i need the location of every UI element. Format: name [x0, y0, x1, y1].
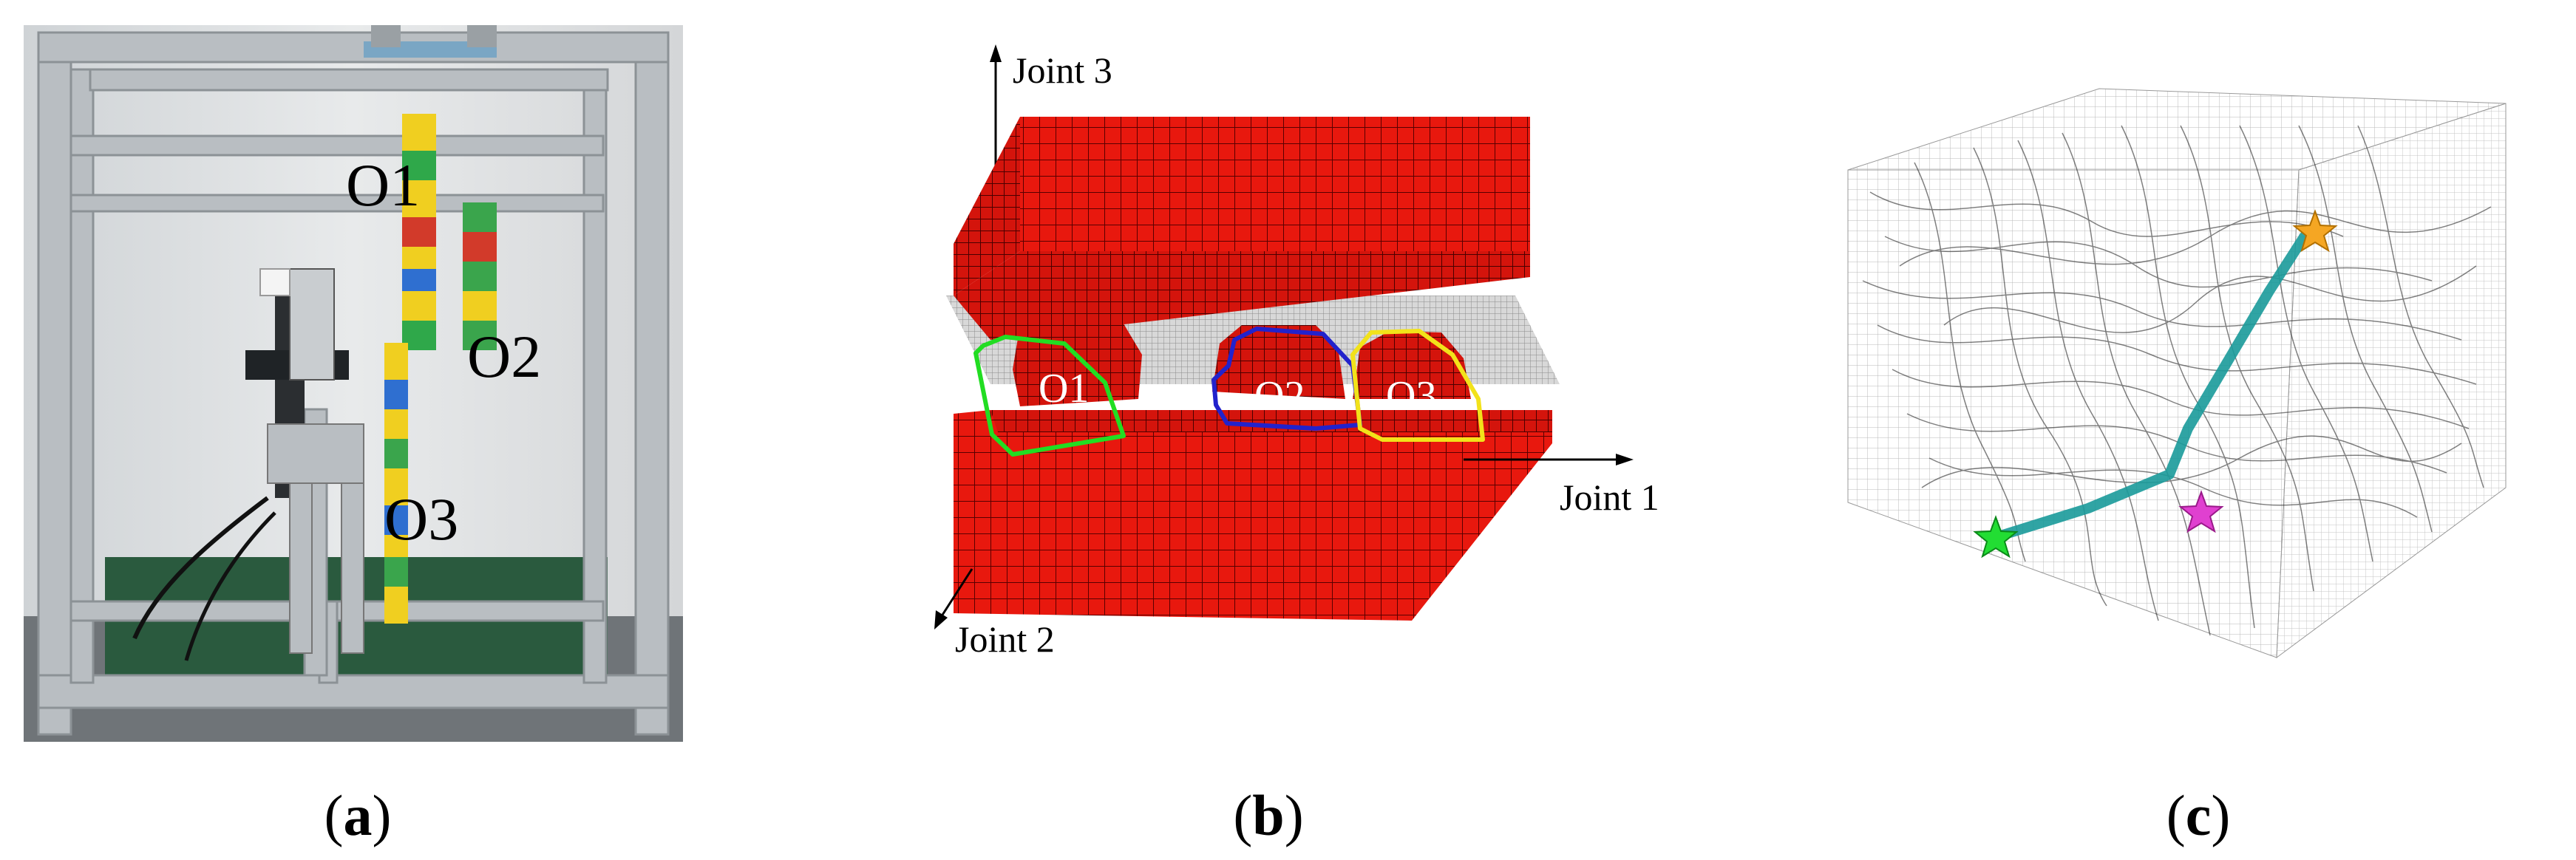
- label-o3: O3: [384, 485, 459, 553]
- start-star-icon: [1973, 515, 2019, 559]
- outline-o2: [1211, 327, 1362, 431]
- roadmap-box: [1847, 88, 2507, 659]
- outline-o3: [1350, 329, 1485, 442]
- panel-a-photo: O1 O2 O3: [24, 25, 683, 742]
- solution-path: [1991, 226, 2313, 542]
- caption-b: (b): [1233, 783, 1304, 847]
- lower-obstacle-block: [954, 410, 1552, 621]
- upper-obstacle-block: [954, 117, 1530, 340]
- panel-b-configuration-space: O1 O2 O3 Joint 3 Joint 1 Joint 2: [909, 30, 1722, 709]
- obstacle-columns: [384, 114, 497, 624]
- robot-rig-photo: [24, 25, 683, 742]
- obstacle-label-o3: O3: [1386, 373, 1436, 419]
- panel-c-roadmap: [1826, 44, 2565, 680]
- axis-joint1: [1464, 454, 1634, 465]
- goal-star-icon: [2292, 209, 2338, 253]
- waypoint-star-icon: [2178, 490, 2224, 533]
- caption-c: (c): [2166, 783, 2231, 847]
- axis-joint2: [934, 568, 973, 629]
- axis-label-joint3: Joint 3: [1013, 50, 1112, 91]
- outline-o1: [973, 335, 1126, 457]
- label-o2: O2: [467, 323, 542, 390]
- aluminium-frame: [37, 31, 670, 736]
- axis-label-joint2: Joint 2: [955, 618, 1055, 660]
- label-o1: O1: [346, 151, 421, 219]
- axis-label-joint1: Joint 1: [1560, 477, 1659, 518]
- obstacle-label-o2: O2: [1254, 373, 1305, 419]
- caption-a: (a): [324, 783, 392, 847]
- robot-arm: [132, 268, 364, 661]
- obstacle-label-o1: O1: [1039, 366, 1089, 412]
